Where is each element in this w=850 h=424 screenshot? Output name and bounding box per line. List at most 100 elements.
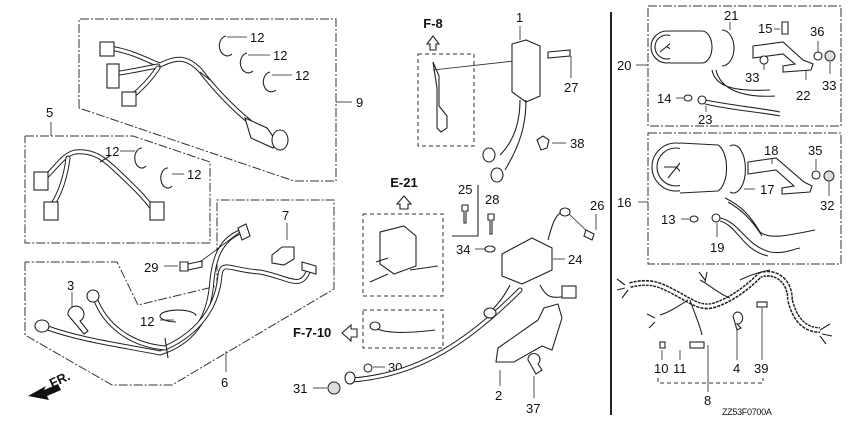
callout-17[interactable]: 17: [760, 182, 774, 197]
cable-clip-icon: [536, 135, 550, 151]
ref-label-e21[interactable]: E-21: [390, 175, 417, 190]
callout-12[interactable]: 12: [140, 314, 154, 329]
callout-12[interactable]: 12: [273, 48, 287, 63]
terminal-cover-icon: [271, 246, 295, 266]
callout-3[interactable]: 3: [67, 278, 74, 293]
group-20-trim-meter: 20 21 23 14 15 33 22 36 33: [617, 5, 842, 127]
connector-icon: [482, 147, 496, 163]
bolt-icon: [583, 229, 595, 241]
left-arrow-icon: [341, 323, 358, 343]
callout-27[interactable]: 27: [564, 80, 578, 95]
callout-25[interactable]: 25: [458, 182, 472, 197]
callout-4[interactable]: 4: [733, 361, 740, 376]
circlip-icon: [160, 167, 173, 189]
connector-icon: [99, 41, 115, 57]
group-20-outline: [647, 5, 842, 127]
callout-12[interactable]: 12: [295, 68, 309, 83]
tube-icon: [689, 341, 705, 349]
group-8-main-harness: 10 11 4 39 8 ZZ53F0700A: [616, 269, 833, 417]
callout-2[interactable]: 2: [495, 388, 502, 403]
callout-36[interactable]: 36: [810, 24, 824, 39]
callout-39[interactable]: 39: [754, 361, 768, 376]
ring-terminal-icon: [86, 289, 100, 303]
bulb-icon: [683, 94, 693, 102]
connector-icon: [561, 285, 577, 299]
callout-37[interactable]: 37: [526, 401, 540, 416]
group-9-extension-harness: 9 12 12 12: [78, 18, 363, 182]
group-9-outline: [78, 18, 337, 182]
callout-19[interactable]: 19: [710, 240, 724, 255]
callout-12[interactable]: 12: [105, 144, 119, 159]
f710-outline: [362, 309, 444, 349]
ring-terminal-icon: [237, 223, 251, 241]
starter-solenoid-icon: [379, 225, 417, 275]
callout-33[interactable]: 33: [745, 70, 759, 85]
callout-16[interactable]: 16: [617, 195, 631, 210]
callout-13[interactable]: 13: [661, 212, 675, 227]
callout-35[interactable]: 35: [808, 143, 822, 158]
nut-icon: [824, 50, 836, 62]
callout-11[interactable]: 11: [673, 361, 687, 376]
callout-29[interactable]: 29: [144, 260, 158, 275]
group-5-sub-harness: 5 12 12: [24, 105, 211, 244]
up-arrow-icon: [425, 35, 441, 51]
group-8-bracket: [657, 378, 764, 384]
nut-icon: [363, 363, 373, 373]
callout-12[interactable]: 12: [250, 30, 264, 45]
group-6-outline: [24, 199, 335, 386]
callout-34[interactable]: 34: [456, 242, 470, 257]
circlip-icon: [218, 35, 233, 57]
nut-icon: [823, 170, 835, 182]
callout-22[interactable]: 22: [796, 88, 810, 103]
relay-bracket-group: 25 28 34 24 26 2 37: [452, 182, 604, 416]
cap-icon: [659, 341, 666, 349]
bolt-icon: [461, 204, 469, 224]
callout-9[interactable]: 9: [356, 95, 363, 110]
gauge-ring-icon: [729, 144, 746, 194]
diagram-code: ZZ53F0700A: [722, 407, 772, 417]
callout-12[interactable]: 12: [187, 167, 201, 182]
circlip-icon: [262, 71, 277, 93]
washer-icon: [813, 51, 823, 61]
callout-6[interactable]: 6: [221, 375, 228, 390]
callout-23[interactable]: 23: [698, 112, 712, 127]
callout-21[interactable]: 21: [724, 8, 738, 23]
callout-20[interactable]: 20: [617, 58, 631, 73]
clip-icon: [732, 311, 744, 331]
callout-8[interactable]: 8: [704, 393, 711, 408]
bolt-icon: [547, 49, 571, 59]
callout-33[interactable]: 33: [822, 78, 836, 93]
connector-icon: [490, 167, 504, 183]
bulb-icon: [689, 215, 699, 223]
up-arrow-icon: [395, 195, 413, 210]
callout-38[interactable]: 38: [570, 136, 584, 151]
callout-14[interactable]: 14: [657, 91, 671, 106]
callout-28[interactable]: 28: [485, 192, 499, 207]
cable-clamp-icon: [527, 353, 543, 375]
bolt-icon: [179, 260, 203, 272]
f710-reference-group: F-7-10: [293, 309, 444, 349]
ref-label-f7-10[interactable]: F-7-10: [293, 325, 331, 340]
relay-unit-icon: [501, 237, 553, 285]
callout-15[interactable]: 15: [758, 21, 772, 36]
callout-31[interactable]: 31: [293, 381, 307, 396]
callout-26[interactable]: 26: [590, 198, 604, 213]
group-5-outline: [24, 135, 211, 244]
connector-icon: [33, 171, 49, 191]
callout-7[interactable]: 7: [282, 208, 289, 223]
callout-1[interactable]: 1: [516, 10, 523, 25]
ref-label-f8[interactable]: F-8: [423, 16, 443, 31]
bulb-socket-icon: [697, 95, 707, 105]
harness-9-drawing: [99, 41, 289, 151]
callout-5[interactable]: 5: [46, 105, 53, 120]
plug-icon: [756, 301, 768, 308]
callout-32[interactable]: 32: [820, 198, 834, 213]
callout-18[interactable]: 18: [764, 143, 778, 158]
bracket-line: [452, 185, 479, 237]
screw-icon: [781, 21, 789, 35]
callout-10[interactable]: 10: [654, 361, 668, 376]
ring-terminal-icon: [34, 319, 50, 333]
callout-24[interactable]: 24: [568, 252, 582, 267]
e21-reference-group: E-21: [362, 175, 444, 297]
